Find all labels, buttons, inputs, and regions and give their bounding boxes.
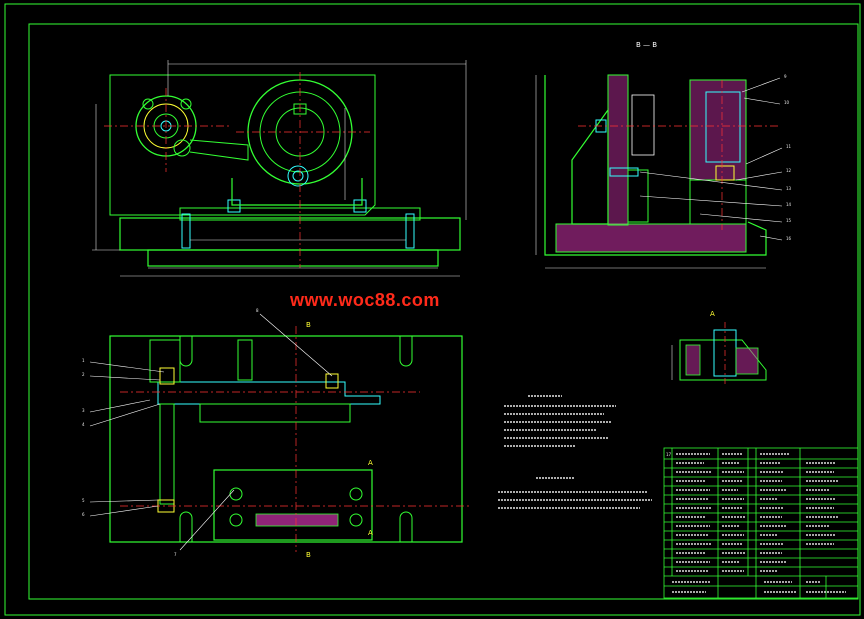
- drawing-frame: [4, 3, 861, 616]
- balloon-11: 11: [786, 144, 792, 149]
- parts-list-entries: [672, 453, 846, 593]
- balloon-2: 2: [82, 372, 85, 377]
- balloon-13: 13: [786, 186, 792, 191]
- top-view: [89, 313, 470, 552]
- front-view: [92, 60, 467, 277]
- balloon-16: 16: [786, 236, 792, 241]
- balloon-9: 9: [784, 74, 787, 79]
- view-mark-a-top: A: [368, 459, 373, 467]
- balloon-3: 3: [82, 408, 85, 413]
- detail-a-view: [671, 322, 767, 384]
- section-mark-b-top: B: [306, 321, 311, 329]
- balloon-17: 17: [666, 452, 672, 457]
- balloon-1: 1: [82, 358, 85, 363]
- balloon-15: 15: [786, 218, 792, 223]
- balloon-5: 5: [82, 498, 85, 503]
- section-b-b-view: [535, 74, 783, 269]
- balloon-10: 10: [784, 100, 790, 105]
- balloon-7: 7: [174, 552, 177, 557]
- balloon-12: 12: [786, 168, 792, 173]
- detail-a-label: A: [710, 310, 715, 318]
- balloon-8: 8: [256, 308, 259, 313]
- view-mark-a-bottom: A: [368, 529, 373, 537]
- balloon-14: 14: [786, 202, 792, 207]
- balloon-4: 4: [82, 422, 85, 427]
- section-mark-b-bottom: B: [306, 551, 311, 559]
- watermark-text: www.woc88.com: [290, 290, 440, 310]
- parts-list-table: [663, 447, 859, 599]
- technical-notes-block: [498, 395, 652, 509]
- balloon-6: 6: [82, 512, 85, 517]
- section-b-b-label: B — B: [636, 41, 658, 49]
